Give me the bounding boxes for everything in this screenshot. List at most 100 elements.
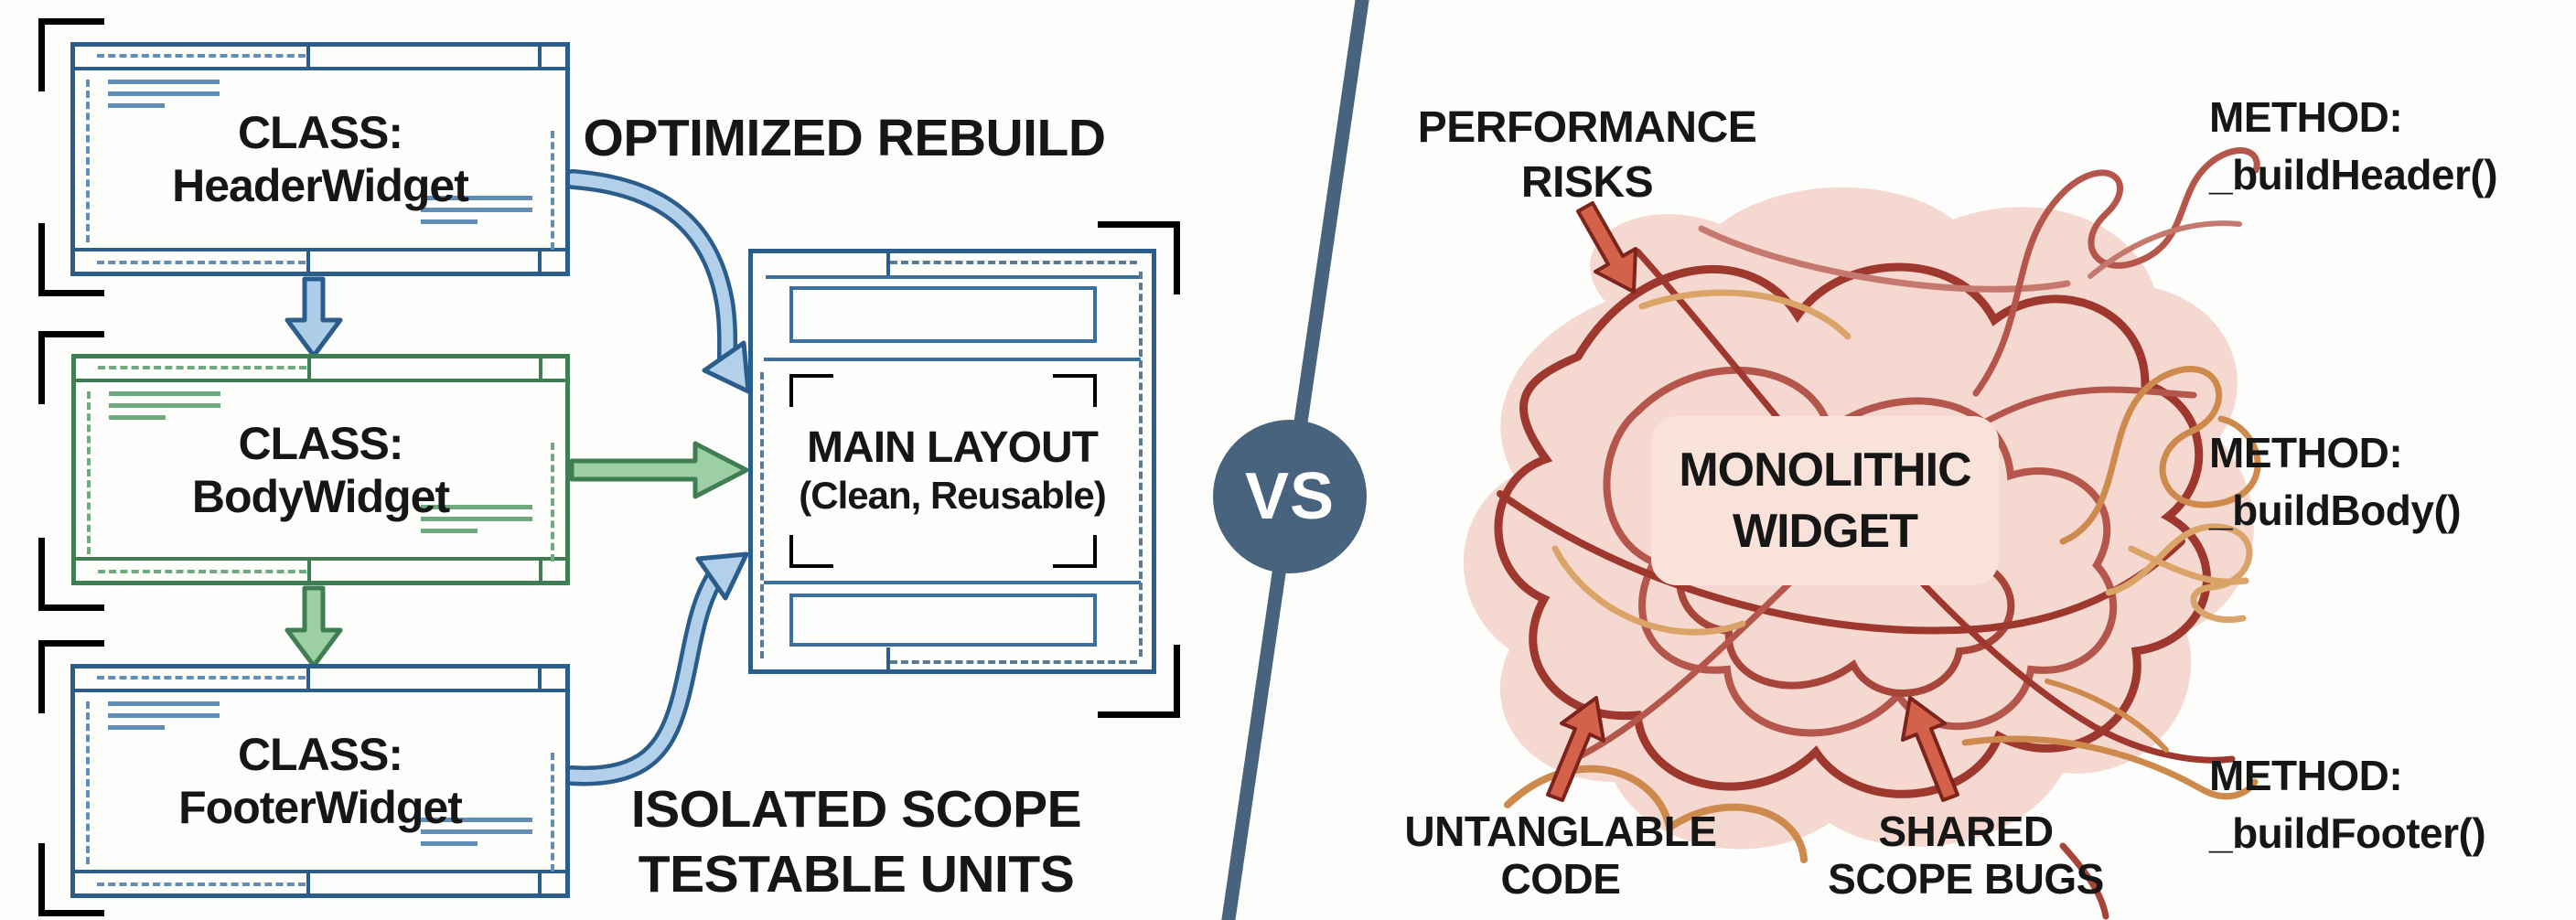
class-box-header-widget: CLASS: HeaderWidget <box>70 42 570 276</box>
arrow-body-to-mainlayout <box>569 441 749 499</box>
untanglable-code-label: UNTANGLABLE CODE <box>1404 808 1717 904</box>
shared-line1: SHARED <box>1878 808 2054 855</box>
performance-line2: RISKS <box>1520 158 1654 207</box>
arrow-untanglable-code <box>1546 696 1605 802</box>
arrow-footer-to-mainlayout-head <box>695 551 749 601</box>
bracket-decoration <box>38 538 104 611</box>
box-tick <box>539 358 542 379</box>
box-bottom-strip <box>76 557 565 581</box>
green-corner <box>789 535 833 568</box>
arrow-header-to-body <box>284 276 343 358</box>
arrow-header-to-mainlayout-head <box>702 340 751 394</box>
thread-to-buildheader-1 <box>1972 147 2260 397</box>
class-label-line1: CLASS: <box>238 417 403 469</box>
thread-to-buildbody-2 <box>2105 523 2253 624</box>
tangle-orange-4 <box>2128 545 2249 585</box>
tangle-stroke-8 <box>2059 842 2109 920</box>
tangle-orange-3 <box>1638 289 1852 340</box>
thread-to-buildfooter-1 <box>1961 735 2259 800</box>
box-left-dashed-line <box>87 391 91 554</box>
box-tick <box>538 873 542 893</box>
main-layout-label: MAIN LAYOUT (Clean, Reusable) <box>771 374 1133 568</box>
box-right-dashed-line <box>551 753 554 872</box>
performance-risks-label: PERFORMANCE RISKS <box>1418 101 1757 210</box>
class-label-line2: HeaderWidget <box>172 160 469 211</box>
class-label-line2: FooterWidget <box>178 782 463 833</box>
method-label: METHOD: <box>2209 93 2403 141</box>
isolated-line2: TESTABLE UNITS <box>638 845 1075 904</box>
box-bottom-dashed-line <box>97 261 306 264</box>
arrow-header-to-mainlayout-shaft <box>563 169 738 371</box>
thread-to-buildheader-2 <box>2088 220 2242 279</box>
box-bottom-strip <box>75 248 565 272</box>
text-lines-decoration <box>421 505 532 540</box>
box-tick <box>307 561 311 581</box>
monolithic-widget-label: MONOLITHIC WIDGET <box>1651 416 1999 585</box>
arrow-body-to-footer <box>284 585 343 669</box>
box-tick <box>538 251 542 272</box>
box-bottom-dashed-line <box>890 660 1137 664</box>
box-tick <box>306 251 310 272</box>
tangle-stroke-1 <box>1494 262 2211 798</box>
box-inner-line <box>766 275 1139 279</box>
bracket-decoration <box>1098 221 1180 294</box>
box-bottom-strip <box>75 870 565 893</box>
box-tick <box>539 561 542 581</box>
box-top-strip <box>75 47 565 70</box>
box-tick <box>306 669 310 689</box>
thread-to-buildbody-1 <box>2059 366 2261 545</box>
vs-badge: VS <box>1214 421 1366 572</box>
text-lines-decoration <box>108 80 220 115</box>
bracket-decoration <box>38 843 104 916</box>
class-box-label: CLASS: HeaderWidget <box>75 47 565 272</box>
optimized-rebuild-text: OPTIMIZED REBUILD <box>583 109 1107 167</box>
box-left-dashed-line <box>760 372 764 658</box>
box-right-dashed-line <box>1139 272 1143 657</box>
method-buildheader-label: METHOD: _buildHeader() <box>2209 89 2498 205</box>
main-layout-title: MAIN LAYOUT <box>807 423 1099 473</box>
box-top-dashed-line <box>98 366 306 369</box>
red-arrows-group <box>1546 201 1959 802</box>
bracket-decoration <box>1098 645 1180 718</box>
slot-divider <box>764 581 1141 584</box>
box-top-dashed-line <box>97 676 306 679</box>
arrow-footer-to-mainlayout-shaft-fill <box>565 569 723 782</box>
bracket-decoration <box>38 18 104 91</box>
method-label: METHOD: <box>2209 429 2403 476</box>
text-lines-decoration <box>108 701 220 737</box>
green-corner <box>1053 535 1097 568</box>
tangle-orange-2 <box>1551 545 1746 636</box>
box-top-dashed-line <box>97 54 306 58</box>
class-box-label: CLASS: BodyWidget <box>76 358 565 581</box>
text-lines-decoration <box>109 391 220 427</box>
method-label: METHOD: <box>2209 752 2403 799</box>
box-tick <box>886 647 890 669</box>
method-buildbody-label: METHOD: _buildBody() <box>2209 424 2462 540</box>
box-bottom-dashed-line <box>98 570 306 573</box>
text-lines-decoration <box>421 196 532 231</box>
method-name: _buildFooter() <box>2209 809 2486 858</box>
box-right-dashed-line <box>551 131 554 250</box>
main-layout-subtitle: (Clean, Reusable) <box>799 474 1106 518</box>
box-left-dashed-line <box>86 80 90 242</box>
tangle-stroke-7 <box>1698 225 2071 293</box>
green-corner <box>1053 374 1097 407</box>
class-label-line1: CLASS: <box>237 729 403 780</box>
untanglable-line2: CODE <box>1500 854 1621 903</box>
shared-scope-bugs-label: SHARED SCOPE BUGS <box>1828 808 2104 904</box>
class-box-label: CLASS: FooterWidget <box>75 669 565 893</box>
method-name: _buildHeader() <box>2209 151 2498 199</box>
shared-line2: SCOPE BUGS <box>1828 854 2104 903</box>
text-lines-decoration <box>421 818 532 853</box>
class-box-footer-widget: CLASS: FooterWidget <box>70 664 570 898</box>
arrow-shared-scope-bugs <box>1901 696 1959 802</box>
method-name: _buildBody() <box>2209 487 2462 535</box>
box-tick <box>538 47 542 67</box>
untanglable-line1: UNTANGLABLE <box>1404 808 1717 855</box>
arrow-header-to-mainlayout-shaft-fill <box>566 173 734 368</box>
box-bottom-dashed-line <box>97 883 306 886</box>
footer-slot <box>789 594 1097 647</box>
box-right-dashed-line <box>551 443 554 562</box>
box-tick <box>886 253 890 275</box>
